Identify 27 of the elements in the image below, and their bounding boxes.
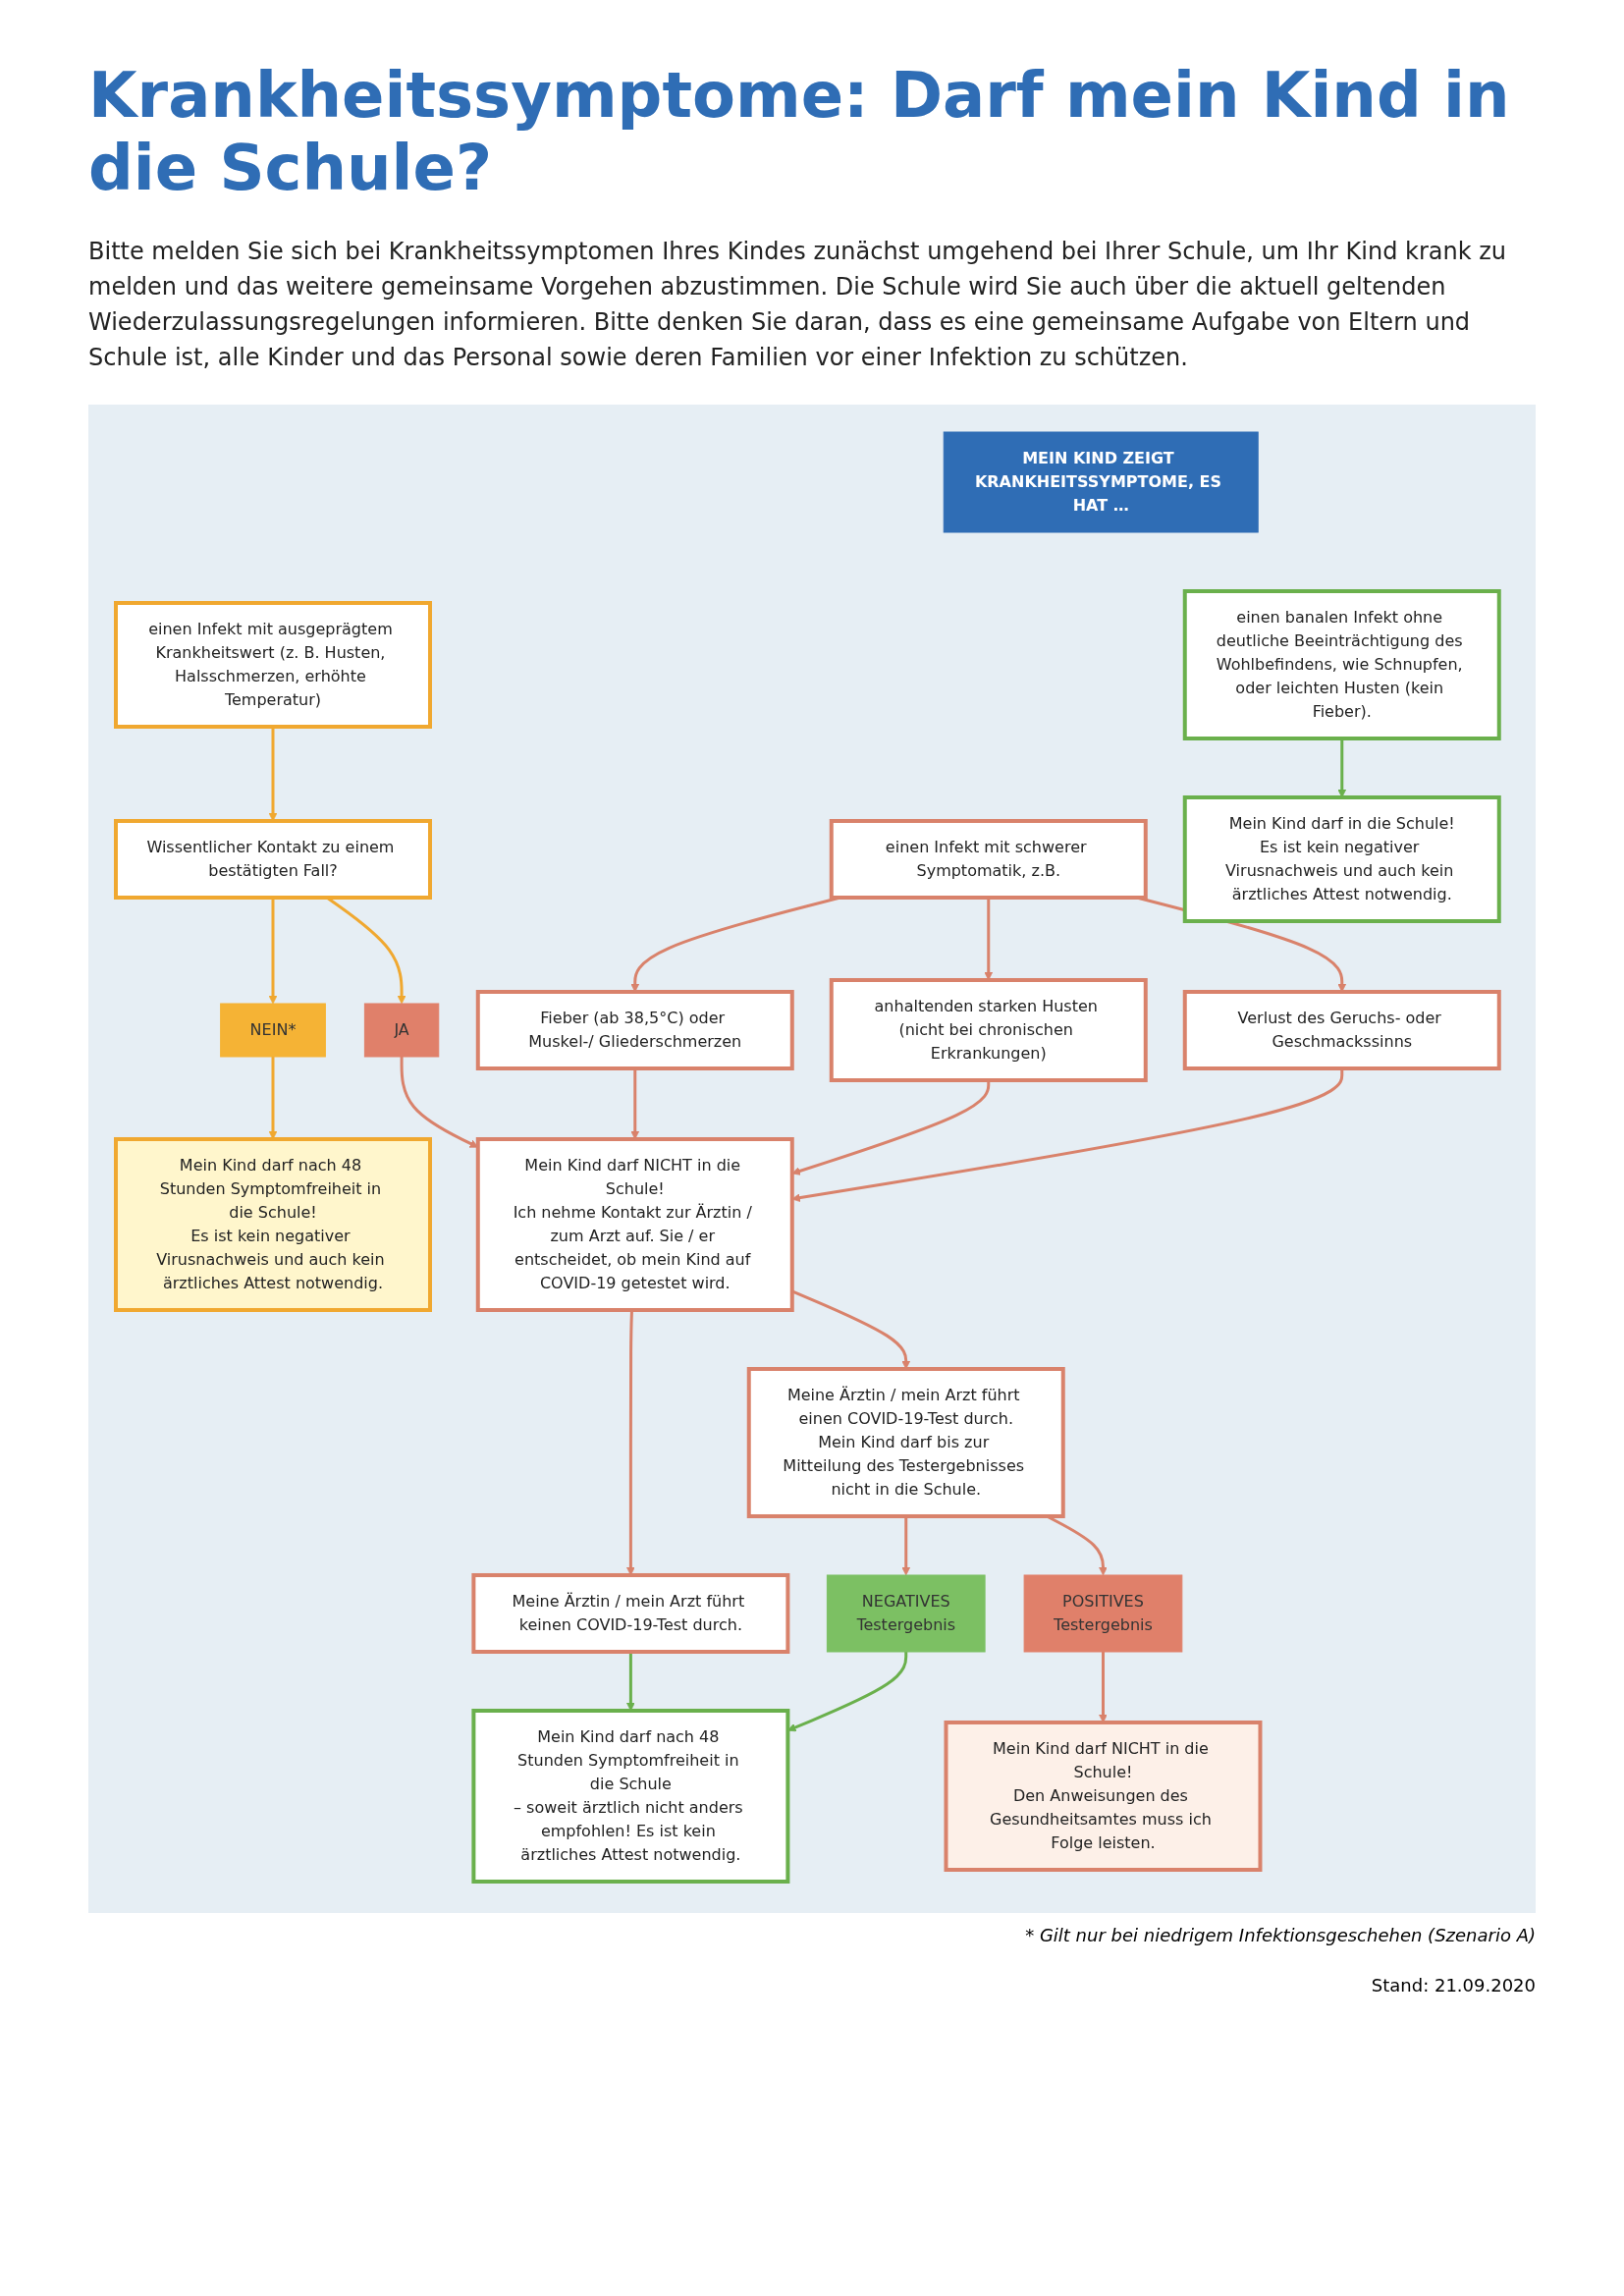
node-box: Mein Kind darf nach 48 Stunden Symptomfreiheit in die Schule! Es ist kein negativer Virusnachweis und auch kein ärztliches Attest notwendig. [114, 1137, 432, 1312]
node-box: Mein Kind darf nach 48 Stunden Symptomfreiheit in die Schule – soweit ärztlich nicht anders empfohlen! Es ist kein ärztliches Attest notwendig. [471, 1709, 790, 1884]
node-box: POSITIVES Testergebnis [1023, 1574, 1183, 1653]
node-box: Meine Ärztin / mein Arzt führt einen COVID-19-Test durch. Mein Kind darf bis zur Mitteilung des Testergebnisses nicht in die Schule. [746, 1367, 1065, 1518]
node-box: anhaltenden starken Husten (nicht bei chronischen Erkrankungen) [829, 978, 1148, 1082]
intro-paragraph: Bitte melden Sie sich bei Krankheitssymptomen Ihres Kindes zunächst umgehend bei Ihrer Schule, um Ihr Kind krank zu melden und das weitere gemeinsame Vorgehen abzustimmen. Die Schule wird Sie auch über die aktuell geltenden Wiederzulassungsregelungen informieren. Bitte denken Sie daran, dass es eine gemeinsame Aufgabe von Eltern und Schule ist, alle Kinder und das Personal sowie deren Familien vor einer Infektion zu schützen. [88, 237, 1507, 373]
node-box: Mein Kind darf NICHT in die Schule! Ich nehme Kontakt zur Ärztin / zum Arzt auf. Sie / er entscheidet, ob mein Kind auf COVID-19 getestet wird. [475, 1137, 794, 1312]
node-box: Mein Kind darf in die Schule! Es ist kein negativer Virusnachweis und auch kein ärztliches Attest notwendig. [1182, 795, 1501, 923]
node-box: einen Infekt mit schwerer Symptomatik, z.B. [829, 819, 1148, 900]
node-box: Meine Ärztin / mein Arzt führt keinen COVID-19-Test durch. [471, 1573, 790, 1654]
node-box: Wissentlicher Kontakt zu einem bestätigten Fall? [114, 819, 432, 900]
node-box: NEIN* [220, 1003, 326, 1058]
node-box: einen Infekt mit ausgeprägtem Krankheitswert (z. B. Husten, Halsschmerzen, erhöhte Temperatur) [114, 601, 432, 729]
node-box: einen banalen Infekt ohne deutliche Beeinträchtigung des Wohlbefindens, wie Schnupfen, oder leichten Husten (kein Fieber). [1182, 589, 1501, 740]
arrow [268, 727, 278, 822]
node-box: Verlust des Geruchs- oder Geschmackssinns [1182, 990, 1501, 1070]
arrow [901, 1516, 911, 1576]
node-box: NEGATIVES Testergebnis [826, 1574, 986, 1653]
footnote: * Gilt nur bei niedrigem Infektionsgeschehen (Szenario A) [1024, 1925, 1536, 1945]
node-box: Fieber (ab 38,5°C) oder Muskel-/ Gliederschmerzen [475, 990, 794, 1070]
node-box: Mein Kind darf NICHT in die Schule! Den Anweisungen des Gesundheitsamtes muss ich Folge leisten. [944, 1721, 1263, 1872]
arrow [268, 898, 278, 1005]
node-box: MEIN KIND ZEIGT KRANKHEITSSYMPTOME, ES HAT … [943, 431, 1259, 533]
node-box: JA [363, 1003, 440, 1058]
title: Krankheitssymptome: Darf mein Kind in die Schule? [88, 59, 1511, 204]
arrow [1337, 738, 1347, 798]
date-note: Stand: 21.09.2020 [1370, 1975, 1536, 1995]
